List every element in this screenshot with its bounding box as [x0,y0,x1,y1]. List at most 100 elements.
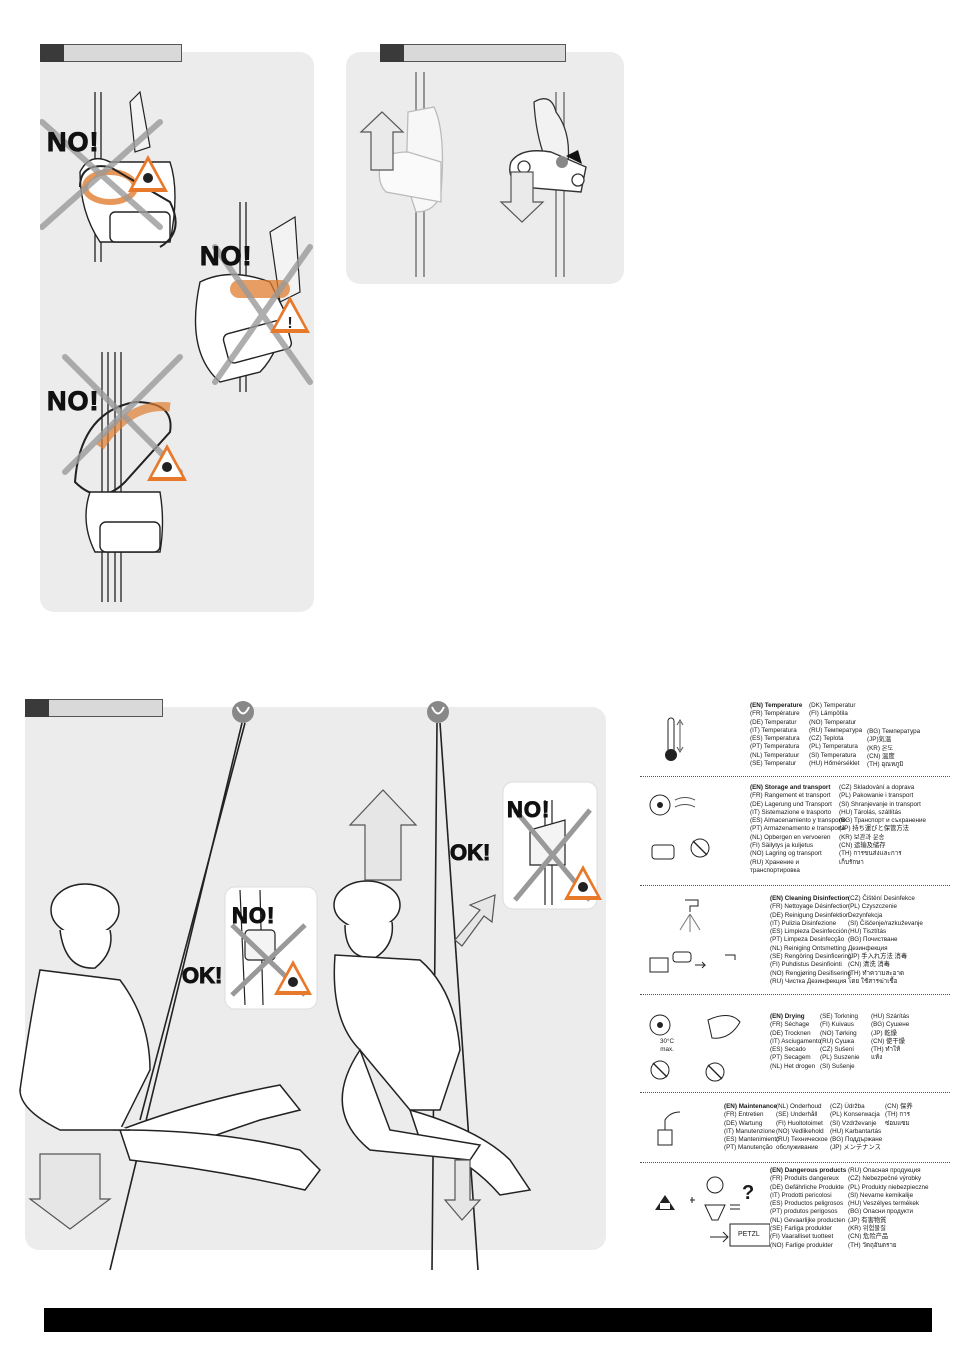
legend-line: โดย ใช้สารฆ่าเชื้อ [848,977,898,985]
illustration-climbers [19,701,602,1271]
legend-line: (JP) 有害物質 [848,1216,887,1224]
section-tab-2 [380,44,566,62]
legend-line: (IT) Sistemazione e trasporto [750,808,832,816]
legend-line: (PT) Armazenamento e transporte [750,825,846,833]
legend-line: Dezynfekcja [848,911,883,919]
divider-4 [640,1092,950,1093]
legend-line: (NO) Lagring og transport [750,850,822,858]
legend-line: (PT) Manutenção [724,1144,773,1152]
legend-line: (DE) Trocknen [770,1029,811,1037]
legend-line: (CZ) Údržba [830,1103,865,1110]
legend-line: (FI) Kuivaus [820,1021,854,1029]
legend-line: (FR) Nettoyage Désinfection [770,903,850,911]
legend-line: (HU) Szárítás [871,1013,910,1020]
legend-line: (IT) Pulizia Disinfezione [770,919,837,927]
legend-line: (SE) Temperatur [750,760,797,768]
divider-5 [640,1162,950,1163]
legend-line: (CN) 温度 [867,752,895,760]
legend-line: (JP) 手入れ方法 消毒 [848,953,908,961]
legend-icons [649,717,770,1247]
legend-line: (ES) Almacenamiento y transporte [750,817,846,825]
temperature-col2: (DK) Temperatur(FI) Lämpötila(NO) Temper… [809,702,862,768]
petzl-box-label: PETZL [738,1231,760,1238]
legend-line: (PL) Produkty niebezpieczne [848,1183,929,1191]
legend-line: (JP)気温 [867,736,892,744]
legend-line: (HU) Karbantartás [830,1127,882,1135]
legend-line: (RU) Опасная продукция [848,1167,921,1174]
legend-line: (SI) Čiščenje/razkuževanje [848,919,923,927]
legend-line: (PT) Limpeza Desinfecção [770,936,845,944]
cleaning-col1: (EN) Cleaning Disinfection(FR) Nettoyage… [770,895,852,986]
legend-line: (DE) Gefährliche Produkte [770,1183,844,1191]
legend-line: (SE) Torkning [820,1013,859,1020]
legend-line: (EN) Cleaning Disinfection [770,895,850,902]
legend-line: (SI) Nevarne kemikalije [848,1191,914,1199]
legend-line: ซ่อมแซม [885,1119,910,1127]
maintenance-col3: (CZ) Údržba(PL) Konserwacja(SI) Vzdrževa… [830,1103,882,1153]
legend-line: (FI) Huoltotoimet [776,1119,823,1127]
legend-line: (SE) Underhåll [776,1111,818,1119]
legend-line: (DE) Reinigung Desinfektion [770,911,850,919]
no-label-inset-2: NO! [506,797,551,823]
legend-line: (ES) Productos peligrosos [770,1200,844,1208]
drying-col1: (EN) Drying(FR) Séchage(DE) Trocknen(IT)… [770,1013,821,1071]
ok-label-1: OK! [181,963,223,989]
legend-line: (KR) 온도 [867,744,894,752]
legend-line: (EN) Storage and transport [750,784,831,791]
legend-line: (PL) Suszenie [820,1054,860,1062]
legend-line: (BG) Транспорт и съхранение [839,817,927,825]
drying-col2: (SE) Torkning(FI) Kuivaus(NO) Tørking(RU… [820,1013,860,1071]
legend-line: (TH) การขนส่งและการ [839,850,902,858]
legend-line: (NL) Onderhoud [776,1103,822,1110]
dangerous-col2: (RU) Опасная продукция(CZ) Nebezpečné vý… [848,1167,929,1250]
maintenance-col4: (CN) 保养(TH) การซ่อมแซม [885,1103,913,1128]
no-label-3: NO! [47,386,100,417]
temperature-col3: (BG) Температура(JP)気温(KR) 온도(CN) 温度(TH)… [867,728,920,769]
legend-line: (EN) Maintenance [724,1103,777,1110]
legend-line: (CZ) Čištění Desinfekce [848,895,915,902]
ok-label-2: OK! [449,840,491,866]
legend-line: (SE) Rengöring Desinficering [770,953,852,961]
legend-line: (RU) Температура [809,726,863,734]
legend-line: (RU) Сушка [820,1037,855,1045]
legend-line: (PL) Czyszczenie [848,903,897,911]
legend-line: (KR) 보관과 운송 [839,833,885,841]
legend-line: (NL) Temperatuur [750,751,800,759]
legend-line: (EN) Dangerous products [770,1167,847,1174]
legend-line: (CN) 保养 [885,1103,913,1110]
legend-line: (SI) Shranjevanje in transport [839,800,921,808]
legend-line: (NO) Temperatur [809,718,857,726]
legend-line: (JP) メンテナンス [830,1144,881,1152]
legend-line: (ES) Temperatura [750,735,800,743]
legend-line: (FR) Séchage [770,1021,810,1029]
illustration-incorrect-carabiners: ! [40,90,313,602]
no-label-2: NO! [200,241,253,272]
legend-line: (DK) Temperatur [809,702,856,709]
storage-col1: (EN) Storage and transport(FR) Rangement… [750,784,846,875]
legend-line: (FR) Produits dangereux [770,1175,839,1183]
no-label-1: NO! [47,127,100,158]
legend-line: (CZ) Sušení [820,1046,854,1054]
legend-line: (SI) Sušenje [820,1062,855,1070]
legend-line: (FI) Lämpötila [809,710,848,718]
question-mark: ? [742,1182,755,1204]
legend-line: (JP) 乾燥 [871,1029,897,1037]
legend-line: (DE) Wartung [724,1119,763,1127]
legend-line: (FI) Säilytys ja kuljetus [750,842,813,850]
legend-line: (BG) Почистване [848,936,898,944]
legend-line: (IT) Manutenzione [724,1127,776,1135]
legend-line: (RU) Чистка Дезинфекция [770,977,847,985]
legend-line: (NO) Rengjøring Desifisering [770,969,851,977]
legend-line: (RU) Хранение и [750,858,799,866]
legend-line: (NO) Farlige produkter [770,1241,833,1249]
legend-line: (JP) 持ち運びと保管方法 [839,825,909,833]
legend-line: (FR) Température [750,710,800,718]
no-label-inset-1: NO! [231,903,276,929]
section-tab-1 [40,44,182,62]
legend-line: (RU) Техническое [776,1136,828,1144]
dangerous-col1: (EN) Dangerous products(FR) Produits dan… [770,1167,846,1250]
legend-line: транспортировка [750,866,800,874]
legend-line: (PT) Secagem [770,1054,811,1062]
legend-line: (FI) Vaaralliset tuotteet [770,1233,834,1241]
legend-line: (TH) การ [885,1111,911,1119]
